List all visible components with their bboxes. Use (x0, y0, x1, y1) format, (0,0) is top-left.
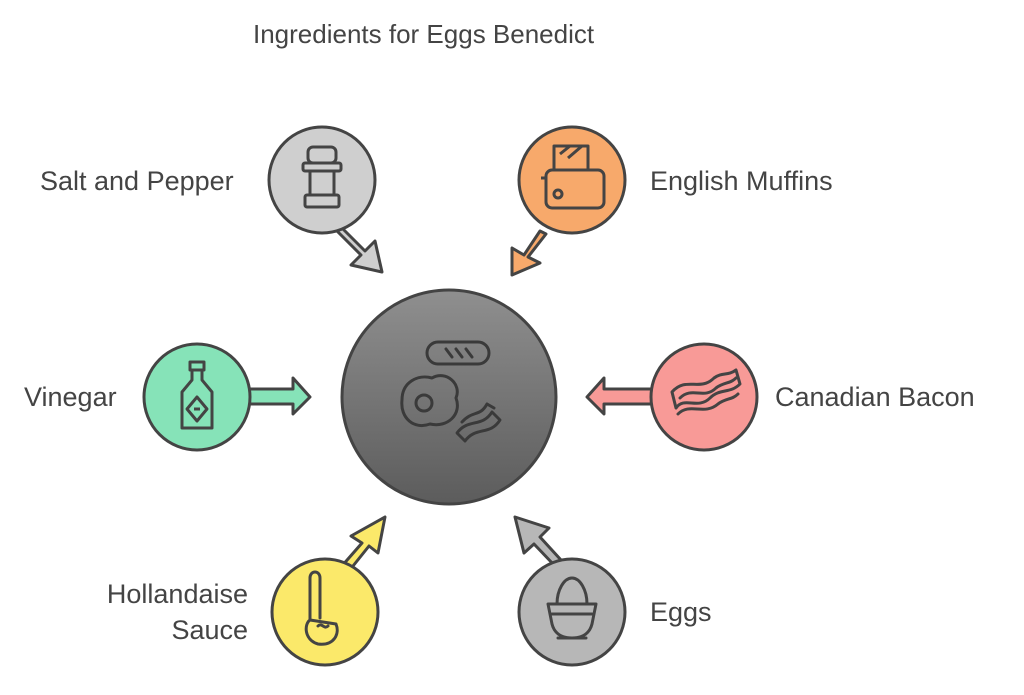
bacon-icon (670, 368, 742, 416)
node-vinegar (142, 342, 252, 452)
center-node (340, 288, 558, 506)
bottle-icon (180, 360, 214, 430)
diagram-title: Ingredients for Eggs Benedict (253, 19, 595, 49)
node-eggs (517, 557, 627, 667)
label-salt-and-pepper: Salt and Pepper (40, 166, 234, 196)
node-english-muffins (517, 125, 627, 235)
label-english-muffins: English Muffins (650, 166, 833, 196)
arrow-canadian-bacon (585, 376, 654, 416)
ladle-icon (304, 570, 339, 646)
label-canadian-bacon: Canadian Bacon (775, 382, 975, 412)
label-eggs: Eggs (650, 597, 712, 627)
arrow-salt-and-pepper (334, 224, 384, 274)
egg-cup-icon (546, 576, 598, 640)
arrow-eggs (513, 515, 563, 568)
node-salt-and-pepper (267, 125, 377, 235)
label-vinegar: Vinegar (24, 382, 117, 412)
toaster-icon (541, 144, 606, 210)
node-hollandaise-sauce (270, 557, 380, 667)
node-canadian-bacon (649, 342, 759, 452)
label-hollandaise-sauce: Hollandaise Sauce (106, 579, 248, 645)
breakfast-plate-icon (400, 340, 502, 443)
pepper-grinder-icon (301, 145, 343, 209)
arrow-english-muffins (510, 229, 548, 277)
arrow-vinegar (243, 376, 312, 416)
